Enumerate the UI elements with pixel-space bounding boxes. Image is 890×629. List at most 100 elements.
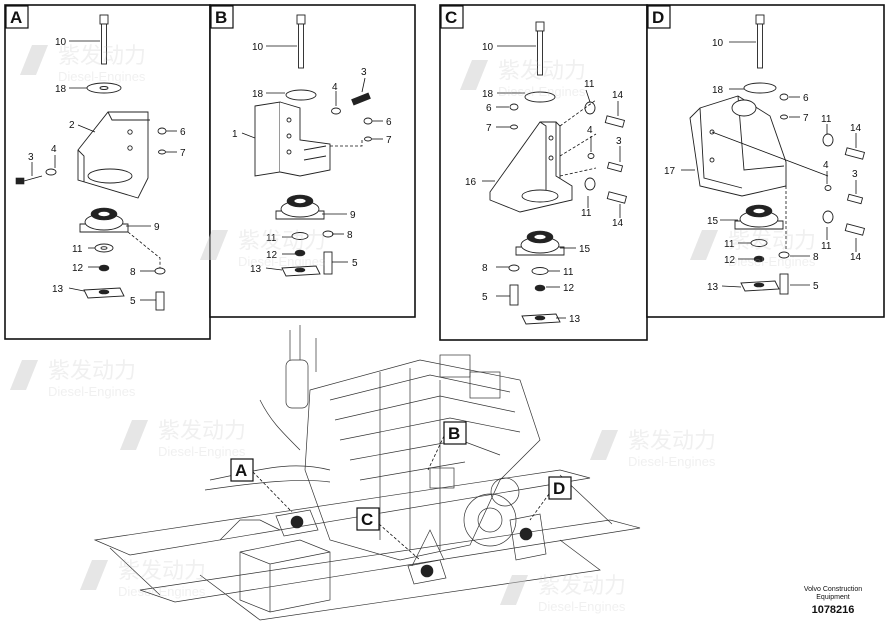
label: 15 [707,216,719,227]
label: 10 [252,42,264,53]
label: 4 [587,125,593,136]
label: 3 [616,136,622,147]
svg-text:Diesel-Engines: Diesel-Engines [58,69,146,84]
label: 11 [266,233,277,244]
label: 5 [482,292,488,303]
label: 14 [850,252,862,263]
label: 4 [51,144,57,155]
label: 11 [584,79,595,90]
svg-text:C: C [361,510,373,529]
callout-a: A [230,458,293,513]
engine-overview: A B C D [93,325,641,621]
credit: Volvo Construction Equipment 1078216 [804,586,862,616]
label: 3 [361,67,367,78]
label: 13 [250,264,262,275]
label: 5 [352,258,358,269]
label: 12 [72,263,84,274]
svg-text:Diesel-Engines: Diesel-Engines [238,254,326,269]
label: 7 [803,113,809,124]
panel-a: A [4,4,211,340]
label: 14 [850,123,862,134]
svg-text:紫发动力: 紫发动力 [58,43,146,68]
label: 2 [69,120,75,131]
svg-text:D: D [553,479,565,498]
label: 10 [482,42,494,53]
svg-text:Diesel-Engines: Diesel-Engines [498,84,586,99]
svg-text:Diesel-Engines: Diesel-Engines [118,584,206,599]
svg-text:Diesel-Engines: Diesel-Engines [158,444,246,459]
label: 13 [569,314,581,325]
svg-text:紫发动力: 紫发动力 [728,228,816,253]
label: 9 [350,210,356,221]
label: 8 [130,267,136,278]
callout-c: C [356,507,421,561]
label: 7 [486,123,492,134]
label: 12 [266,250,278,261]
label: 7 [180,148,186,159]
label: 12 [563,283,575,294]
label: 4 [332,82,338,93]
document-number: 1078216 [812,604,855,616]
svg-text:紫发动力: 紫发动力 [628,428,716,453]
svg-text:紫发动力: 紫发动力 [498,58,586,83]
label: 12 [724,255,736,266]
label: 7 [386,135,392,146]
panel-d: D [646,4,885,318]
label: 4 [823,160,829,171]
label: 5 [130,296,136,307]
panel-c-letter: C [445,8,457,27]
label: 3 [28,152,34,163]
label: 18 [55,84,67,95]
label: 14 [612,90,624,101]
credit-line2: Equipment [816,594,850,601]
label: 8 [347,230,353,241]
label: 6 [803,93,809,104]
label: 11 [821,114,832,125]
svg-text:紫发动力: 紫发动力 [538,573,626,598]
svg-text:紫发动力: 紫发动力 [238,228,326,253]
label: 15 [579,244,591,255]
svg-text:A: A [235,461,247,480]
panel-c: C [439,4,648,341]
panel-a-letter: A [10,8,22,27]
svg-text:Diesel-Engines: Diesel-Engines [538,599,626,614]
label: 1 [232,129,238,140]
label: 3 [852,169,858,180]
label: 11 [563,267,574,278]
label: 18 [252,89,264,100]
svg-text:Diesel-Engines: Diesel-Engines [628,454,716,469]
label: 13 [52,284,64,295]
label: 18 [482,89,494,100]
label: 5 [813,281,819,292]
svg-text:紫发动力: 紫发动力 [48,358,136,383]
panel-d-letter: D [652,8,664,27]
svg-text:Diesel-Engines: Diesel-Engines [728,254,816,269]
svg-text:Diesel-Engines: Diesel-Engines [48,384,136,399]
label: 8 [813,252,819,263]
label: 6 [486,103,492,114]
svg-text:紫发动力: 紫发动力 [118,558,206,583]
label: 11 [724,239,735,250]
svg-text:紫发动力: 紫发动力 [158,418,246,443]
label: 16 [465,177,477,188]
label: 18 [712,85,724,96]
panel-b-letter: B [215,8,227,27]
label: 10 [712,38,724,49]
watermark-logos: 紫发动力 Diesel-Engines 紫发动力 Diesel-Engines … [10,43,816,614]
label: 11 [581,208,592,219]
panel-b: B [209,4,416,318]
svg-text:B: B [448,424,460,443]
callout-b: B [427,421,467,471]
credit-line1: Volvo Construction [804,586,862,593]
label: 6 [180,127,186,138]
callout-d: D [529,476,572,521]
label: 17 [664,166,676,177]
label: 9 [154,222,160,233]
label: 14 [612,218,624,229]
label: 11 [72,244,83,255]
label: 6 [386,117,392,128]
label: 10 [55,37,67,48]
label: 8 [482,263,488,274]
label: 11 [821,241,832,252]
